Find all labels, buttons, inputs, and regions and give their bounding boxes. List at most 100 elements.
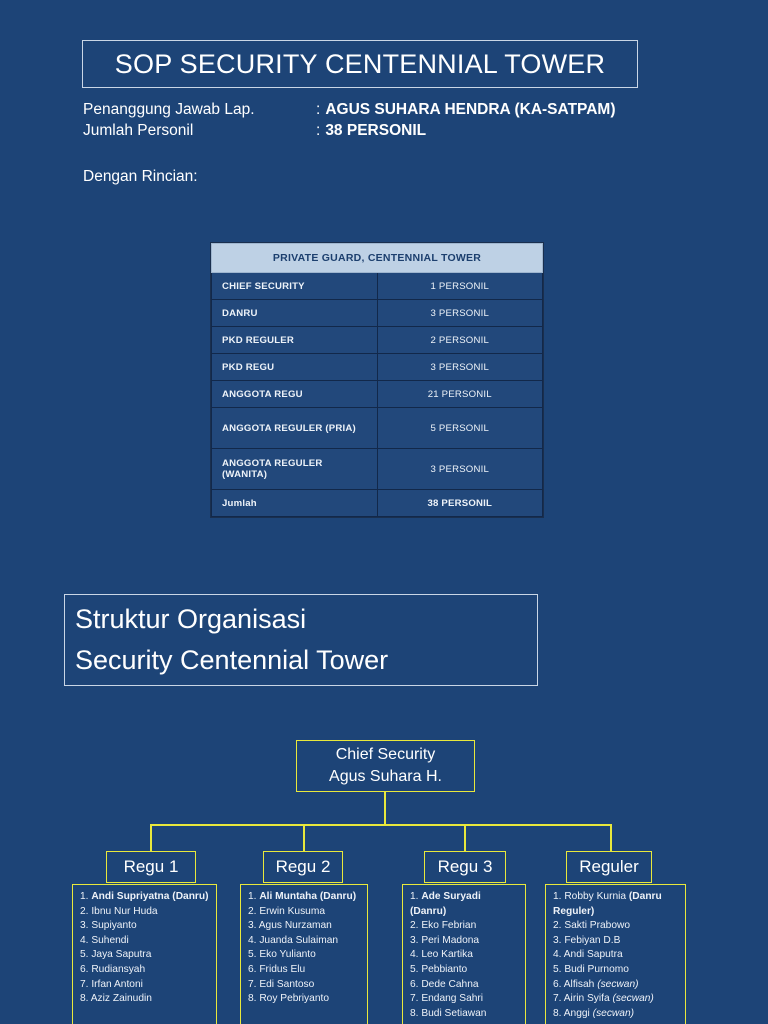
list-item: 3. Agus Nurzaman (248, 919, 361, 934)
member-name: Agus Nurzaman (258, 920, 332, 932)
list-item: 5. Pebbianto (410, 963, 519, 978)
member-number: 5. (553, 963, 565, 975)
list-item: 8. Budi Setiawan (410, 1007, 519, 1022)
member-number: 7. (80, 978, 92, 990)
member-role: (secwan) (592, 1007, 634, 1019)
personnel-table-container: PRIVATE GUARD, CENTENNIAL TOWER CHIEF SE… (210, 242, 544, 518)
member-number: 4. (80, 934, 92, 946)
member-name: Robby Kurnia (564, 891, 627, 902)
member-role: (Danru) (319, 891, 357, 902)
table-cell-count: 1 PERSONIL (376, 272, 543, 300)
list-item: 6. Alfisah (secwan) (553, 978, 679, 993)
meta-label-penanggung-jawab: Penanggung Jawab Lap. (83, 101, 255, 118)
member-number: 8. (553, 1007, 564, 1019)
member-number: 3. (553, 934, 565, 946)
connector-drop-regu-1 (150, 824, 152, 851)
list-item: 3. Supiyanto (80, 919, 210, 934)
meta-value-penanggung-jawab: :AGUS SUHARA HENDRA (KA-SATPAM) (316, 101, 616, 119)
personnel-table-title: PRIVATE GUARD, CENTENNIAL TOWER (211, 243, 543, 273)
member-role: (secwan) (612, 993, 654, 1005)
member-number: 3. (248, 920, 259, 932)
list-item: 7. Airin Syifa (secwan) (553, 992, 679, 1007)
member-name: Irfan Antoni (91, 978, 143, 990)
org-node-reguler[interactable]: Reguler (566, 851, 652, 883)
meta-value-text: AGUS SUHARA HENDRA (KA-SATPAM) (325, 101, 616, 118)
list-item: 3. Peri Madona (410, 934, 519, 949)
member-name: Febiyan D.B (564, 934, 621, 946)
list-item: 7. Irfan Antoni (80, 978, 210, 993)
member-number: 8. (410, 1007, 422, 1019)
table-cell-count: 3 PERSONIL (376, 353, 543, 381)
table-cell-count: 2 PERSONIL (376, 326, 543, 354)
table-cell-role: PKD REGULER (211, 326, 378, 354)
regu-2-member-list: 1. Ali Muntaha (Danru) 2. Erwin Kusuma 3. … (240, 884, 368, 1024)
connector-drop-reguler (610, 824, 612, 851)
struktur-line-2: Security Centennial Tower (75, 645, 389, 675)
list-item: 4. Juanda Sulaiman (248, 934, 361, 949)
member-number: 1. (248, 891, 260, 902)
org-node-regu-1[interactable]: Regu 1 (106, 851, 196, 883)
member-name: Ali Muntaha (259, 891, 318, 902)
connector-drop-regu-2 (303, 824, 305, 851)
list-item: 6. Dede Cahna (410, 978, 519, 993)
personnel-table: PRIVATE GUARD, CENTENNIAL TOWER CHIEF SE… (211, 243, 543, 517)
member-role: (Danru) (410, 905, 447, 917)
member-name: Pebbianto (421, 963, 468, 975)
member-number: 7. (553, 993, 564, 1005)
member-name: Andi Supriyatna (91, 891, 170, 902)
member-name: Jaya Saputra (91, 949, 152, 961)
list-item: 2. Eko Febrian (410, 919, 519, 934)
meta-label-jumlah-personil: Jumlah Personil (83, 122, 194, 139)
list-item: 3. Febiyan D.B (553, 934, 679, 949)
reguler-label: Reguler (579, 857, 639, 876)
member-name: Leo Kartika (421, 949, 473, 961)
list-item: 1. Robby Kurnia (Danru Reguler) (553, 890, 679, 919)
struktur-line-1: Struktur Organisasi (75, 604, 307, 634)
list-item: 5. Budi Purnomo (553, 963, 679, 978)
member-number: 5. (80, 949, 92, 961)
member-number: 5. (248, 949, 260, 961)
member-name: Eko Yulianto (259, 949, 316, 961)
member-name: Supiyanto (91, 920, 137, 932)
list-item: 4. Leo Kartika (410, 948, 519, 963)
list-item: 6. Rudiansyah (80, 963, 210, 978)
list-item: 8. Roy Pebriyanto (248, 992, 361, 1007)
member-number: 7. (248, 978, 260, 990)
chief-name: Agus Suhara H. (329, 768, 442, 785)
org-node-regu-3[interactable]: Regu 3 (424, 851, 506, 883)
member-name: Erwin Kusuma (259, 905, 326, 917)
regu-2-label: Regu 2 (275, 857, 331, 876)
member-number: 6. (553, 978, 564, 990)
table-cell-count: 38 PERSONIL (376, 489, 543, 517)
member-number: 2. (553, 920, 565, 932)
member-name: Dede Cahna (421, 978, 479, 990)
list-item: 6. Fridus Elu (248, 963, 361, 978)
org-node-regu-2[interactable]: Regu 2 (263, 851, 343, 883)
member-number: 2. (248, 905, 260, 917)
member-number: 7. (410, 993, 422, 1005)
list-item: 8. Aziz Zainudin (80, 992, 210, 1007)
org-node-chief-security[interactable]: Chief Security Agus Suhara H. (296, 740, 475, 792)
list-item: 5. Eko Yulianto (248, 948, 361, 963)
member-name: Budi Setiawan (421, 1007, 487, 1019)
member-name: Roy Pebriyanto (259, 993, 329, 1005)
list-item: 8. Anggi (secwan) (553, 1007, 679, 1022)
member-number: 8. (248, 993, 260, 1005)
connector-horizontal-bus (150, 824, 611, 826)
table-row: ANGGOTA REGULER (PRIA)5 PERSONIL (211, 407, 543, 449)
table-cell-role: ANGGOTA REGULER (WANITA) (211, 448, 378, 490)
member-name: Juanda Sulaiman (259, 934, 339, 946)
meta-colon: : (316, 122, 321, 139)
member-number: 2. (80, 905, 92, 917)
member-role: (Danru Reguler) (553, 891, 662, 917)
page-title: SOP SECURITY CENTENNIAL TOWER (114, 48, 606, 79)
member-number: 1. (553, 891, 565, 902)
personnel-table-head: PRIVATE GUARD, CENTENNIAL TOWER (211, 243, 543, 273)
member-name: Anggi (563, 1007, 590, 1019)
